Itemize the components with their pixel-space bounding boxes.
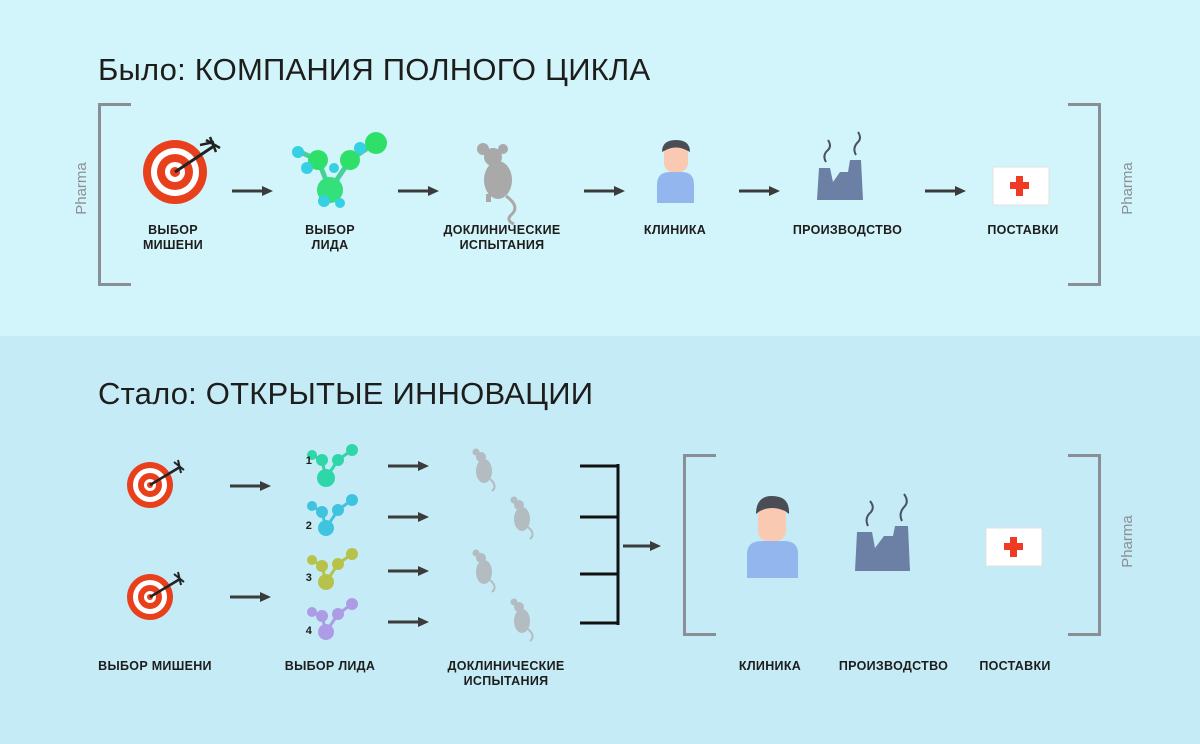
label-delivery: ПОСТАВКИ xyxy=(979,659,1051,673)
lead-number-2: 2 xyxy=(305,520,313,532)
label-production: ПРОИЗВОДСТВО xyxy=(838,659,949,673)
medical-box-icon xyxy=(992,166,1050,206)
step-label-delivery: ПОСТАВКИ xyxy=(987,223,1059,237)
molecule-icon-2 xyxy=(307,494,358,536)
step-label-preclinical: ДОКЛИНИЧЕСКИЕ ИСПЫТАНИЯ xyxy=(443,223,561,252)
label-target: ВЫБОР МИШЕНИ xyxy=(98,659,212,673)
target-icon xyxy=(127,571,185,620)
factory-icon xyxy=(817,131,863,200)
person-icon xyxy=(657,140,694,203)
before-panel: Было: КОМПАНИЯ ПОЛНОГО ЦИКЛА Pharma Phar… xyxy=(0,0,1200,336)
mouse-icon xyxy=(510,598,534,642)
factory-icon xyxy=(855,493,910,571)
merge-bracket xyxy=(580,464,620,625)
label-lead: ВЫБОР ЛИДА xyxy=(284,659,376,673)
lead-number-4: 4 xyxy=(305,625,313,637)
right-bracket-after xyxy=(1068,454,1101,636)
before-graphics xyxy=(143,131,1050,226)
mouse-icon xyxy=(477,143,517,226)
after-title: Стало: ОТКРЫТЫЕ ИННОВАЦИИ xyxy=(98,376,594,411)
after-panel: Стало: ОТКРЫТЫЕ ИННОВАЦИИ Pharma xyxy=(0,336,1200,744)
left-bracket-after xyxy=(683,454,716,636)
target-icon xyxy=(127,459,185,508)
arrows xyxy=(230,461,661,627)
lead-number-1: 1 xyxy=(305,455,313,467)
arrows xyxy=(232,186,966,196)
mouse-icon xyxy=(472,549,496,593)
right-bracket xyxy=(1068,103,1101,286)
molecule-icon-4 xyxy=(307,598,358,640)
label-clinic: КЛИНИКА xyxy=(738,659,802,673)
molecule-icon-3 xyxy=(307,548,358,590)
target-icon xyxy=(143,136,221,204)
step-label-lead: ВЫБОР ЛИДА xyxy=(305,223,355,252)
molecule-icon xyxy=(292,132,387,208)
before-title: Было: КОМПАНИЯ ПОЛНОГО ЦИКЛА xyxy=(98,52,651,87)
left-bracket xyxy=(98,103,131,286)
step-label-production: ПРОИЗВОДСТВО xyxy=(792,223,903,237)
mouse-icon xyxy=(510,496,534,540)
mouse-icons xyxy=(472,448,534,642)
mouse-icon xyxy=(472,448,496,492)
lead-number-3: 3 xyxy=(305,572,313,584)
medical-box-icon xyxy=(985,527,1043,567)
person-icon xyxy=(747,496,798,578)
step-label-clinic: КЛИНИКА xyxy=(643,223,707,237)
label-preclinical: ДОКЛИНИЧЕСКИЕ ИСПЫТАНИЯ xyxy=(447,659,565,688)
step-label-target: ВЫБОР МИШЕНИ xyxy=(142,223,204,252)
molecule-icon-1 xyxy=(307,444,358,487)
after-graphics xyxy=(127,444,1043,642)
